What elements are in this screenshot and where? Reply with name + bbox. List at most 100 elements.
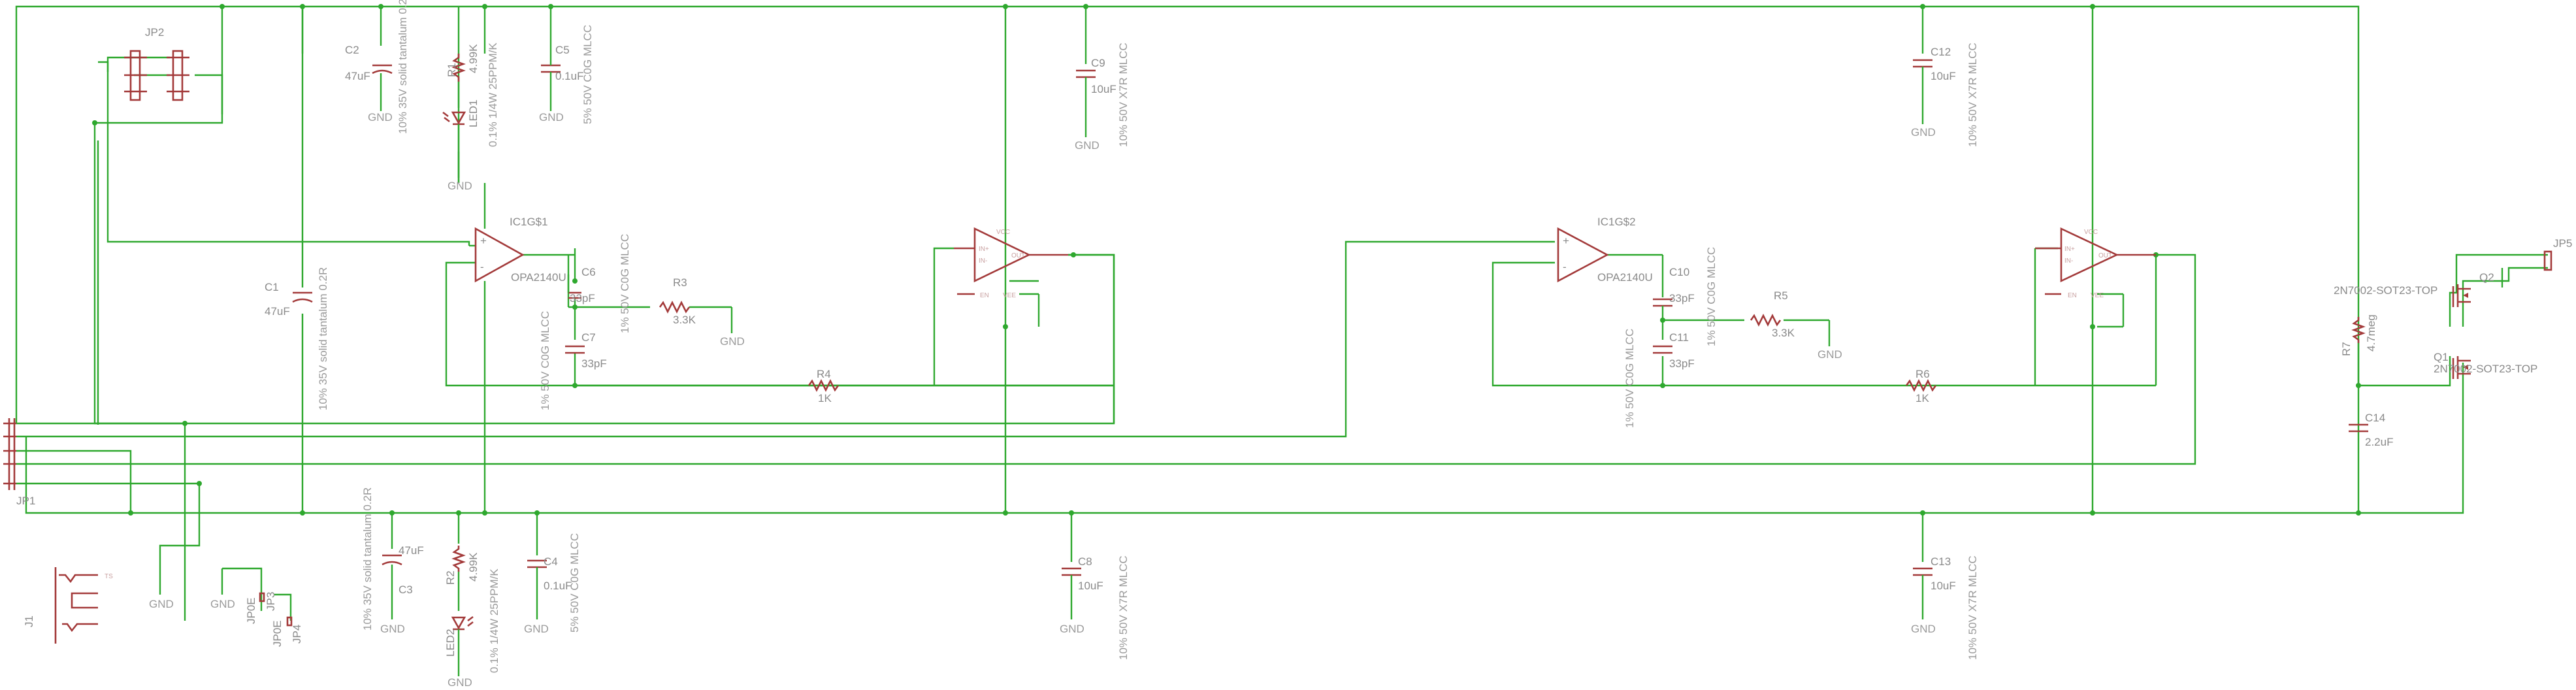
c2-label: C2	[345, 44, 359, 56]
ic1-minus: -	[480, 261, 484, 273]
buffer2-vcc: VCC	[2084, 229, 2098, 236]
buffer1-vcc: VCC	[996, 229, 1010, 236]
j1-jack: TS J1 GND	[23, 567, 174, 644]
c8-description: 10% 50V X7R MLCC	[1117, 555, 1130, 660]
led1-label: LED1	[467, 99, 480, 127]
c13-label: C13	[1931, 555, 1951, 568]
c11-value: 33pF	[1669, 357, 1695, 370]
r3-label: R3	[673, 276, 687, 289]
c14-label: C14	[2365, 412, 2385, 424]
q1-value: 2N7002-SOT23-TOP	[2434, 363, 2537, 375]
c2-capacitor: C2 47uF GND 10% 35V solid tantalum 0.2R	[345, 0, 409, 134]
c11-label: C11	[1669, 331, 1689, 344]
jp0e-label-a: JP0E	[245, 597, 257, 624]
r3-gnd: GND	[720, 335, 745, 348]
c10-description: 1% 50V C0G MLCC	[1705, 247, 1718, 346]
c6-value: 33pF	[570, 292, 595, 304]
buffer2-en: EN	[2068, 292, 2077, 299]
ic1-opamp-b: + - IC1G$2 OPA2140U	[1557, 216, 1653, 284]
c7-value: 33pF	[581, 357, 607, 370]
jp3-jp4-jumpers: GND JP0E JP0E JP3 JP4	[210, 592, 303, 647]
c8-capacitor: C8 10uF GND 10% 50V X7R MLCC	[1060, 555, 1130, 660]
c8-label: C8	[1078, 555, 1092, 568]
c13-gnd: GND	[1911, 623, 1936, 635]
c1-label: C1	[265, 281, 279, 293]
c4-capacitor: C4 0.1uF GND 5% 50V C0G MLCC	[524, 533, 581, 635]
c10-capacitor: C10 33pF 1% 50V C0G MLCC	[1653, 247, 1718, 346]
c13-value: 10uF	[1931, 580, 1956, 592]
r2-description: 0.1% 1/4W 25PPM/K	[488, 568, 500, 673]
r2-value: 4.99K	[467, 552, 480, 582]
c2-gnd: GND	[368, 111, 393, 123]
c3-gnd: GND	[380, 623, 405, 635]
c3-capacitor: 47uF C3 GND 10% 35V solid tantalum 0.2R	[361, 487, 424, 635]
led2: LED2 GND	[444, 616, 474, 689]
c13-description: 10% 50V X7R MLCC	[1966, 555, 1979, 660]
r1-resistor: R1 4.99K 0.1% 1/4W 25PPM/K	[446, 42, 499, 147]
c5-description: 5% 50V C0G MLCC	[581, 25, 594, 124]
c13-capacitor: C13 10uF GND 10% 50V X7R MLCC	[1911, 555, 1979, 660]
buffer2-out: OUT	[2098, 252, 2112, 259]
c4-description: 5% 50V C0G MLCC	[568, 533, 581, 632]
c1-capacitor: C1 47uF 10% 35V solid tantalum 0.2R	[265, 267, 329, 410]
r3-value: 3.3K	[673, 314, 696, 326]
buffer1-vee: VEE	[1003, 292, 1016, 299]
ic2-label: IC1G$2	[1597, 216, 1636, 228]
r5-label: R5	[1774, 289, 1788, 302]
jp0e-label-b: JP0E	[271, 620, 284, 647]
buffer2-in-plus: IN+	[2064, 246, 2075, 253]
ic1-label: IC1G$1	[510, 216, 548, 228]
jp1-label: JP1	[16, 495, 35, 507]
c8-value: 10uF	[1078, 580, 1103, 592]
buffer-amp-1: IN+ IN- OUT VCC EN VEE	[954, 227, 1068, 299]
c4-gnd: GND	[524, 623, 549, 635]
buffer2-vee: VEE	[2091, 292, 2104, 299]
r1-label: R1	[446, 63, 458, 77]
c3-label: C3	[399, 583, 413, 596]
c11-description: 1% 50V C0G MLCC	[1623, 329, 1636, 428]
r1-description: 0.1% 1/4W 25PPM/K	[487, 42, 499, 147]
r2-resistor: R2 4.99K 0.1% 1/4W 25PPM/K	[444, 546, 500, 673]
junctions	[92, 4, 2361, 516]
r6-label: R6	[1916, 368, 1930, 380]
c3-value: 47uF	[399, 544, 424, 557]
c12-label: C12	[1931, 46, 1951, 58]
c5-value: 0.1uF	[555, 70, 583, 82]
c9-description: 10% 50V X7R MLCC	[1117, 42, 1130, 147]
buffer-amp-2: IN+ IN- OUT VCC EN VEE	[2035, 227, 2156, 299]
wires	[15, 5, 2548, 621]
jp5-label: JP5	[2553, 237, 2572, 250]
c1-value: 47uF	[265, 305, 290, 318]
r6-resistor: R6 1K	[1905, 368, 1937, 404]
c14-capacitor: C14 2.2uF	[2349, 412, 2393, 448]
q2-value: 2N7002-SOT23-TOP	[2334, 284, 2437, 297]
r5-resistor: R5 3.3K GND	[1750, 289, 1842, 361]
c12-capacitor: C12 10uF GND 10% 50V X7R MLCC	[1911, 42, 1979, 147]
q2-label: Q2	[2479, 271, 2494, 284]
ic2-value: OPA2140U	[1597, 271, 1653, 284]
r5-value: 3.3K	[1772, 327, 1795, 339]
c12-value: 10uF	[1931, 70, 1956, 82]
c1-description: 10% 35V solid tantalum 0.2R	[317, 267, 329, 410]
j1-pin-ts: TS	[105, 573, 113, 580]
c8-gnd: GND	[1060, 623, 1084, 635]
ic2-minus: -	[1563, 261, 1567, 273]
ic2-plus: +	[1563, 235, 1569, 247]
r7-label: R7	[2340, 342, 2353, 356]
jp3-gnd: GND	[210, 598, 235, 610]
c7-description: 1% 50V C0G MLCC	[539, 311, 551, 410]
buffer1-in-plus: IN+	[979, 246, 989, 253]
q1-label: Q1	[2434, 351, 2449, 363]
q2-transistor: Q2 2N7002-SOT23-TOP	[2334, 271, 2494, 307]
r1-value: 4.99K	[467, 44, 480, 73]
c4-value: 0.1uF	[544, 580, 572, 592]
c5-capacitor: C5 0.1uF GND 5% 50V C0G MLCC	[539, 7, 594, 124]
j1-label: J1	[23, 616, 35, 627]
buffer1-in-minus: IN-	[979, 257, 987, 265]
c3-description: 10% 35V solid tantalum 0.2R	[361, 487, 374, 631]
c10-label: C10	[1669, 266, 1689, 278]
jp4-label: JP4	[291, 625, 303, 644]
jp2-label: JP2	[145, 26, 164, 39]
buffer1-out: OUT	[1011, 252, 1025, 259]
